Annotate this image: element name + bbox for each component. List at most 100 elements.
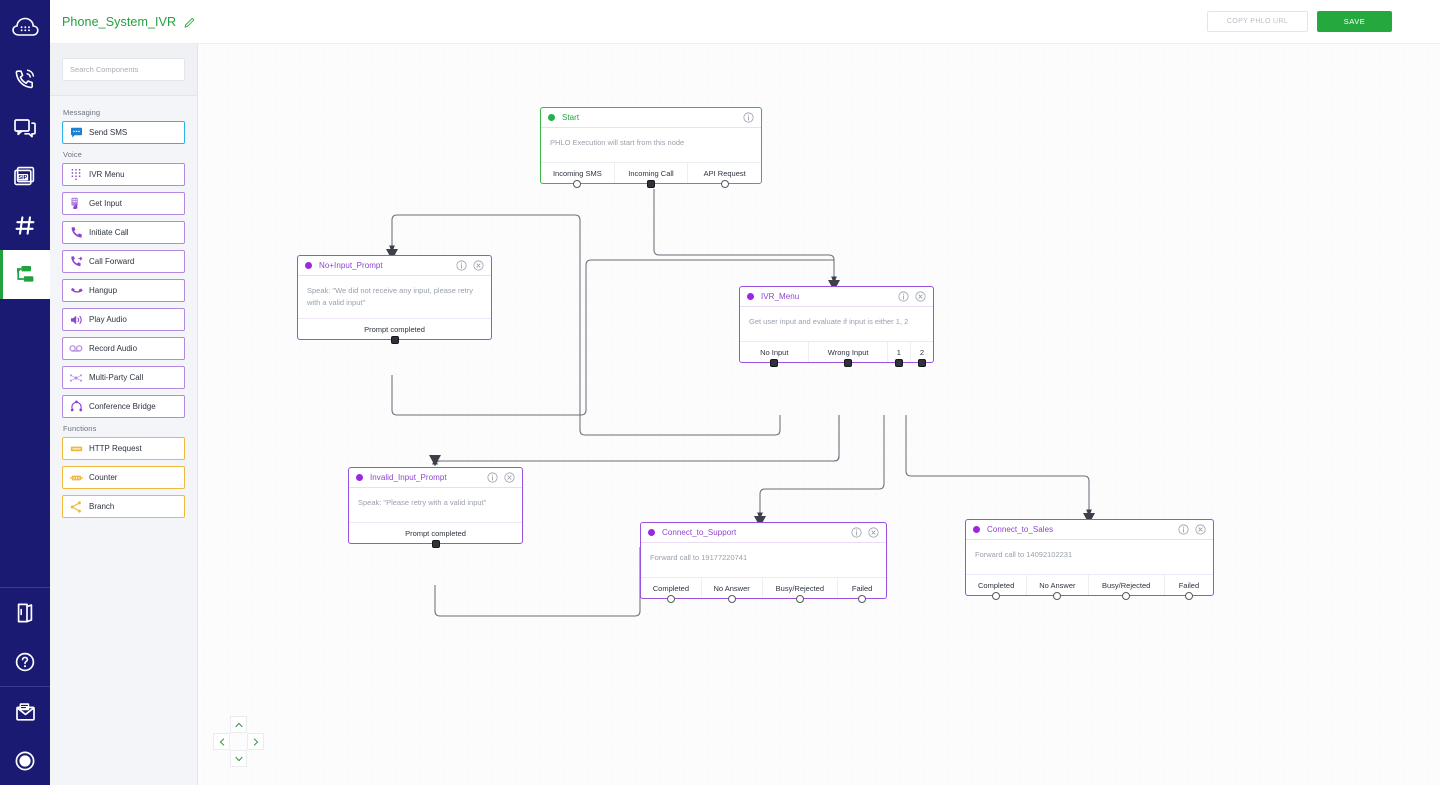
topbar-actions: COPY PHLO URL SAVE — [1207, 11, 1440, 32]
group-label-messaging: Messaging — [63, 108, 101, 117]
component-hangup[interactable]: Hangup — [62, 279, 185, 302]
node-no-input-prompt[interactable]: No+Input_Prompt Speak: "We did not recei… — [297, 255, 492, 344]
copy-phlo-url-button[interactable]: COPY PHLO URL — [1207, 11, 1308, 32]
component-send-sms[interactable]: Send SMS — [62, 121, 185, 144]
chevron-left-icon — [219, 737, 224, 746]
port-knob[interactable] — [894, 358, 903, 367]
info-icon[interactable] — [487, 472, 498, 483]
node-title: Start — [562, 113, 580, 122]
component-record-audio[interactable]: Record Audio — [62, 337, 185, 360]
node-start[interactable]: Start PHLO Execution will start from thi… — [540, 107, 762, 188]
pan-right-button[interactable] — [247, 733, 264, 750]
component-conference-bridge[interactable]: Conference Bridge — [62, 395, 185, 418]
port-incoming-sms[interactable]: Incoming SMS — [541, 163, 614, 188]
close-icon[interactable] — [868, 527, 879, 538]
info-icon[interactable] — [456, 260, 467, 271]
nav-voice-icon[interactable] — [0, 54, 50, 103]
close-icon[interactable] — [1195, 524, 1206, 535]
port-failed[interactable]: Failed — [837, 578, 886, 603]
port-no-input[interactable]: No Input — [740, 342, 808, 367]
close-icon[interactable] — [915, 291, 926, 302]
node-connect-to-sales[interactable]: Connect_to_Sales Forward call to 1409210… — [965, 519, 1214, 600]
chevron-right-icon — [253, 737, 258, 746]
node-connect-to-support[interactable]: Connect_to_Support Forward call to 19177… — [640, 522, 887, 603]
port-completed[interactable]: Completed — [641, 578, 701, 603]
info-icon[interactable] — [1178, 524, 1189, 535]
port-digit-2[interactable]: 2 — [909, 342, 933, 367]
port-wrong-input[interactable]: Wrong Input — [808, 342, 886, 367]
port-busy-rejected[interactable]: Busy/Rejected — [761, 578, 838, 603]
port-knob[interactable] — [1122, 591, 1131, 600]
port-knob[interactable] — [727, 594, 736, 603]
component-call-forward[interactable]: Call Forward — [62, 250, 185, 273]
port-digit-1[interactable]: 1 — [886, 342, 910, 367]
nav-help-icon[interactable] — [0, 637, 50, 686]
port-knob[interactable] — [917, 358, 926, 367]
info-icon[interactable] — [898, 291, 909, 302]
port-knob[interactable] — [390, 335, 399, 344]
port-busy-rejected[interactable]: Busy/Rejected — [1087, 575, 1164, 600]
nav-docs-icon[interactable] — [0, 588, 50, 637]
port-incoming-call[interactable]: Incoming Call — [613, 163, 688, 188]
nav-messaging-icon[interactable] — [0, 103, 50, 152]
pencil-icon[interactable] — [184, 16, 196, 28]
port-knob[interactable] — [1184, 591, 1193, 600]
component-play-audio[interactable]: Play Audio — [62, 308, 185, 331]
component-get-input[interactable]: Get Input — [62, 192, 185, 215]
status-dot-purple-icon — [973, 526, 980, 533]
pan-left-button[interactable] — [213, 733, 230, 750]
nav-numbers-icon[interactable] — [0, 201, 50, 250]
close-icon[interactable] — [473, 260, 484, 271]
close-icon[interactable] — [504, 472, 515, 483]
node-actions — [743, 112, 754, 123]
component-ivr-menu[interactable]: IVR Menu — [62, 163, 185, 186]
port-knob[interactable] — [720, 179, 729, 188]
page-title: Phone_System_IVR — [62, 14, 177, 29]
nav-account-icon[interactable] — [0, 736, 50, 785]
pan-up-button[interactable] — [230, 716, 247, 733]
port-api-request[interactable]: API Request — [687, 163, 761, 188]
status-dot-purple-icon — [747, 293, 754, 300]
node-header: IVR_Menu — [740, 287, 933, 307]
port-knob[interactable] — [795, 594, 804, 603]
node-header: Invalid_Input_Prompt — [349, 468, 522, 488]
info-icon[interactable] — [743, 112, 754, 123]
component-multi-party-call[interactable]: Multi-Party Call — [62, 366, 185, 389]
nav-inbox-icon[interactable] — [0, 687, 50, 736]
search-input[interactable] — [62, 58, 185, 81]
port-prompt-completed[interactable]: Prompt completed — [349, 523, 522, 548]
port-knob[interactable] — [573, 179, 582, 188]
port-failed[interactable]: Failed — [1163, 575, 1213, 600]
nav-phlo-icon[interactable] — [0, 250, 50, 299]
node-ivr-menu[interactable]: IVR_Menu Get user input and evaluate if … — [739, 286, 934, 367]
node-title: No+Input_Prompt — [319, 261, 383, 270]
app-logo-icon[interactable] — [0, 2, 50, 54]
nav-sip-icon[interactable]: SIP — [0, 152, 50, 201]
port-knob[interactable] — [647, 179, 655, 188]
port-prompt-completed[interactable]: Prompt completed — [298, 319, 491, 344]
port-knob[interactable] — [858, 594, 867, 603]
node-header: Start — [541, 108, 761, 128]
port-knob[interactable] — [431, 539, 440, 548]
flow-canvas[interactable]: Start PHLO Execution will start from thi… — [198, 44, 1440, 785]
rail-divider-2 — [0, 686, 50, 687]
component-label: Branch — [89, 502, 115, 511]
port-knob[interactable] — [992, 591, 1001, 600]
save-button[interactable]: SAVE — [1317, 11, 1392, 32]
component-counter[interactable]: Counter — [62, 466, 185, 489]
component-initiate-call[interactable]: Initiate Call — [62, 221, 185, 244]
info-icon[interactable] — [851, 527, 862, 538]
pan-down-button[interactable] — [230, 750, 247, 767]
port-knob[interactable] — [1053, 591, 1062, 600]
node-description: Forward call to 14092102231 — [975, 550, 1073, 559]
port-no-answer[interactable]: No Answer — [700, 578, 762, 603]
topbar: Phone_System_IVR COPY PHLO URL SAVE — [50, 0, 1440, 44]
component-http-request[interactable]: HTTP Request — [62, 437, 185, 460]
port-knob[interactable] — [844, 358, 853, 367]
port-no-answer[interactable]: No Answer — [1026, 575, 1087, 600]
port-completed[interactable]: Completed — [966, 575, 1026, 600]
component-branch[interactable]: Branch — [62, 495, 185, 518]
port-knob[interactable] — [666, 594, 675, 603]
node-invalid-input-prompt[interactable]: Invalid_Input_Prompt Speak: "Please retr… — [348, 467, 523, 548]
port-knob[interactable] — [770, 358, 779, 367]
